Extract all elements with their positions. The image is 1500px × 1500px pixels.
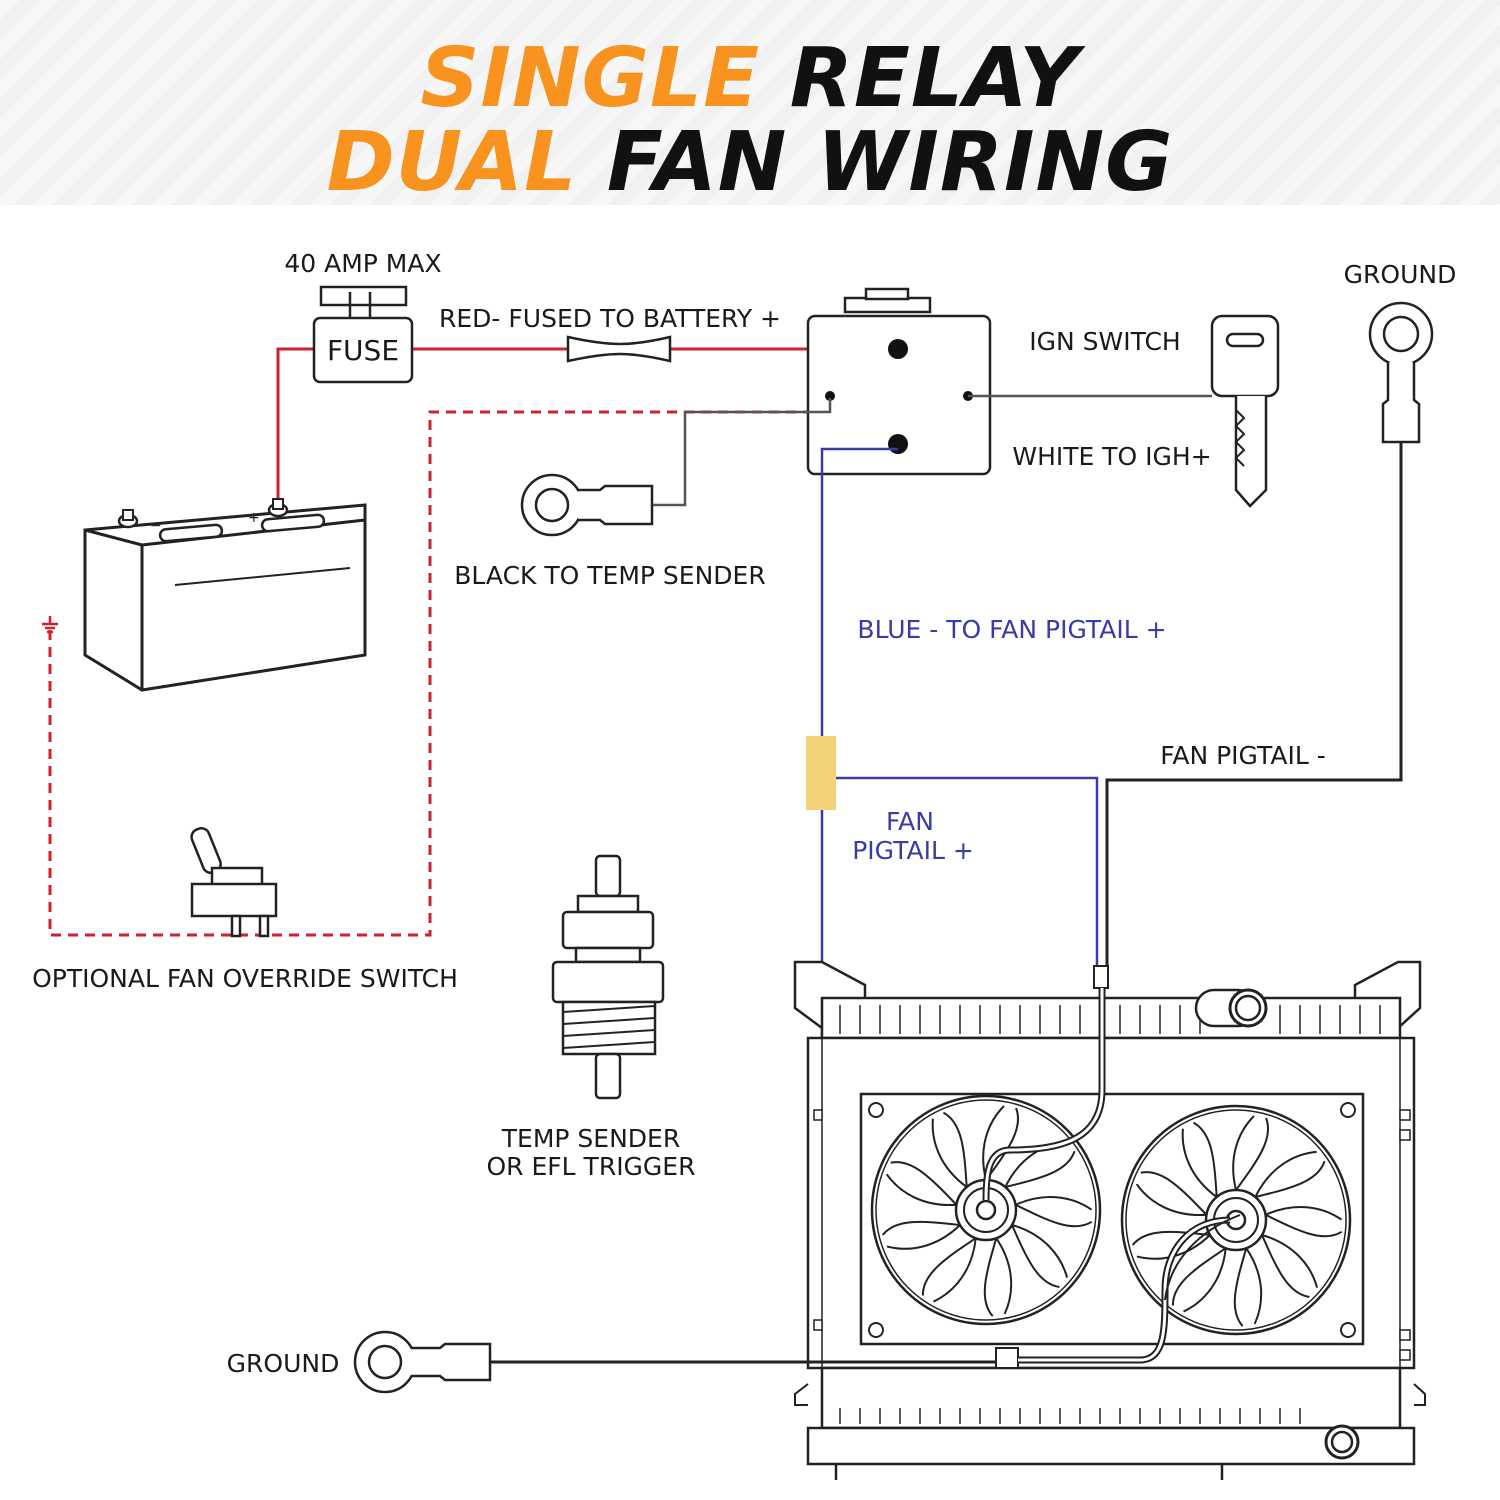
fan-pigtail-pos-label-1: FAN [886,807,934,836]
ground-ring-bottom-icon [353,1330,492,1394]
override-switch-label: OPTIONAL FAN OVERRIDE SWITCH [32,964,458,993]
title-rest-2: FAN WIRING [606,115,1174,210]
temp-sender-label-2: OR EFL TRIGGER [487,1152,696,1181]
fan-pigtail-neg-label: FAN PIGTAIL - [1160,741,1325,770]
relay-terminal-85 [825,391,835,401]
fan-pigtail-pos-label-2: PIGTAIL + [852,836,974,865]
title-line-1: SINGLE RELAY [0,38,1500,120]
temp-sender-icon [551,854,665,1100]
splice-connector [806,736,836,810]
relay-terminal-30 [888,434,908,454]
svg-text:−: − [150,518,162,534]
temp-sender-label-1: TEMP SENDER [501,1124,680,1153]
header-banner: SINGLE RELAY DUAL FAN WIRING [0,0,1500,205]
toggle-switch-icon [190,826,278,938]
white-wire-label: WHITE TO IGH+ [1012,442,1211,471]
fuse-label: FUSE [327,334,399,367]
red-wire-battery-fuse [276,347,314,505]
ground-bottom-label: GROUND [227,1349,340,1378]
ground-ring-top-icon [1368,301,1434,444]
relay [806,287,992,476]
black-wire-label: BLACK TO TEMP SENDER [454,561,765,590]
fan-pigtail-neg-wire [1105,442,1403,975]
svg-text:+: + [248,510,260,526]
amp-max-label: 40 AMP MAX [284,249,441,278]
ground-symbol-icon [42,616,58,634]
fuse-component: FUSE [312,285,414,384]
blue-wire-label: BLUE - TO FAN PIGTAIL + [857,615,1166,644]
title-accent-1: SINGLE [420,31,761,126]
black-wire-temp-sender [652,398,832,507]
fan-left-icon [870,1094,1102,1326]
title-rest-1: RELAY [789,31,1080,126]
relay-terminal-87 [888,339,908,359]
blue-wire-fan1 [835,776,1099,968]
red-wire-label: RED- FUSED TO BATTERY + [439,304,781,333]
blue-wire-relay [820,447,898,738]
ring-terminal-icon [520,473,654,537]
fan-harness [982,965,1241,1369]
fuse-body [312,316,414,384]
inline-fuse-holder [566,335,672,363]
fan-right-icon [1120,1104,1352,1336]
battery: − + [83,498,367,692]
ignition-key-icon [1210,314,1280,508]
ground-top-label: GROUND [1344,260,1457,289]
title-line-2: DUAL FAN WIRING [0,122,1500,204]
ign-switch-label: IGN SWITCH [1029,327,1180,356]
title-accent-2: DUAL [326,115,578,210]
